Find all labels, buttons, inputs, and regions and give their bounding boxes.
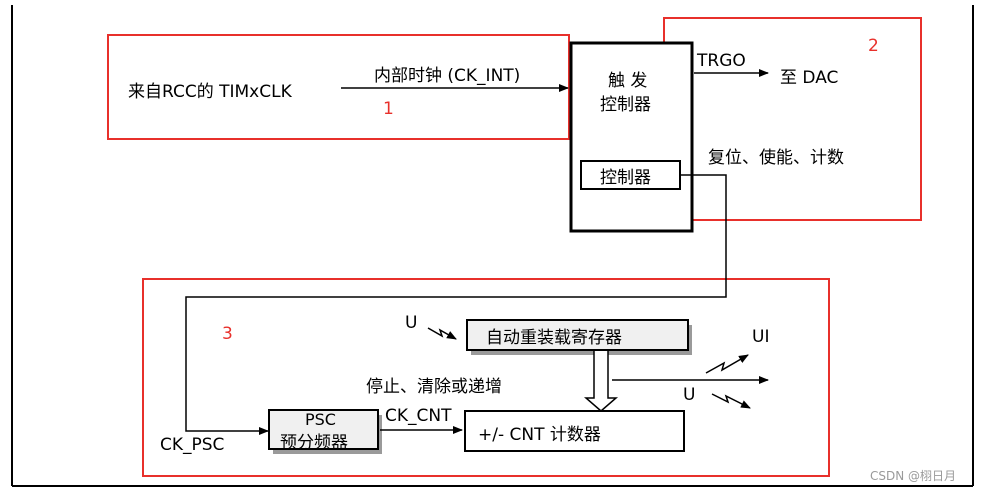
psc-line2: 预分频器: [280, 433, 348, 453]
ck-cnt-label: CK_CNT: [385, 406, 452, 426]
controller-to-psc-wire: [185, 174, 727, 435]
trigger-controller-box: [569, 41, 694, 233]
trigger-controller-line2: 控制器: [600, 95, 651, 115]
region-1-highlight: [107, 34, 570, 140]
ck-psc-label: CK_PSC: [160, 435, 225, 455]
inner-controller-label: 控制器: [600, 168, 651, 188]
counter-label: +/- CNT 计数器: [478, 425, 601, 445]
ui-output-lightning-icon: [705, 354, 749, 374]
region-3-number: 3: [222, 324, 233, 344]
to-dac-label: 至 DAC: [780, 68, 839, 88]
auto-reload-label: 自动重装载寄存器: [486, 328, 622, 348]
region-2-highlight: [663, 17, 922, 221]
region-3-highlight: [142, 278, 830, 477]
region-2-number: 2: [868, 36, 879, 56]
reload-transfer-arrow: [583, 351, 619, 412]
trigger-controller-line1: 触 发: [608, 71, 648, 91]
int-clock-label: 内部时钟 (CK_INT): [374, 66, 521, 86]
u-output-lightning-icon: [711, 393, 751, 409]
psc-box: [268, 409, 379, 450]
stop-clear-label: 停止、清除或递增: [366, 377, 502, 397]
source-clock-label: 来自RCC的 TIMxCLK: [128, 82, 292, 102]
trgo-label: TRGO: [697, 51, 746, 71]
cnt-counter-box: [464, 410, 685, 452]
auto-reload-box: [466, 319, 689, 351]
ui-label: UI: [752, 327, 770, 347]
psc-line1: PSC: [305, 410, 336, 429]
u-output-label: U: [683, 385, 696, 405]
watermark-text: CSDN @栩日月: [870, 469, 957, 483]
reset-enable-count-label: 复位、使能、计数: [708, 148, 844, 168]
region-1-number: 1: [383, 99, 394, 119]
u-input-lightning-icon: [427, 327, 457, 340]
u-input-label: U: [405, 313, 418, 333]
